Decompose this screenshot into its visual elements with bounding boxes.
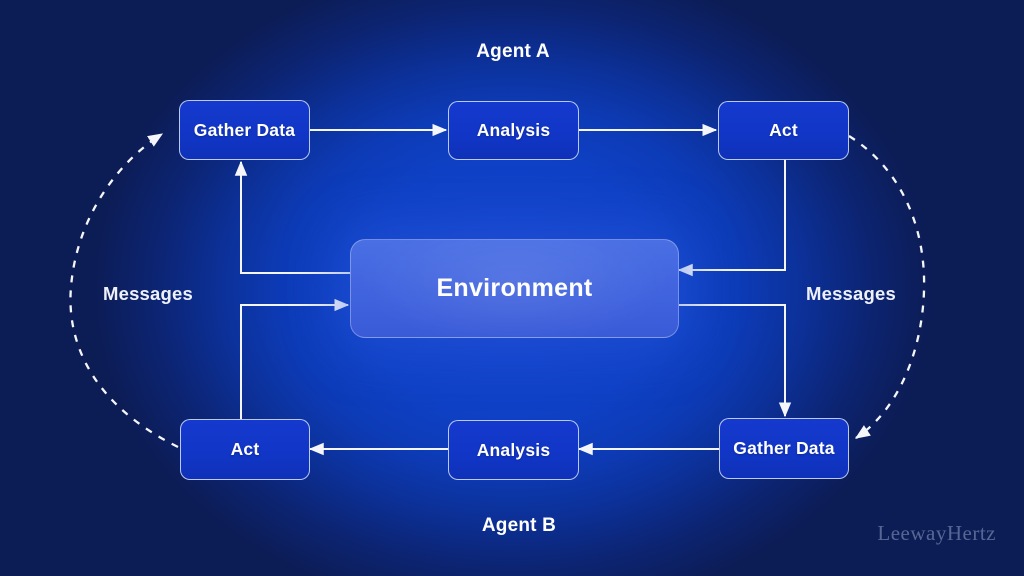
arrow-environment-to-gatherdata-b	[677, 304, 792, 418]
messages-arrow-act-b-to-gatherdata-a	[69, 133, 179, 449]
node-act-agent-b: Act	[180, 419, 310, 480]
agent-a-label: Agent A	[476, 41, 550, 62]
node-label: Gather Data	[193, 119, 296, 140]
node-analysis-agent-b: Analysis	[448, 420, 579, 480]
node-label: Gather Data	[733, 438, 835, 458]
messages-label-left: Messages	[102, 283, 194, 304]
environment-label: Environment	[436, 274, 593, 302]
agent-b-label: Agent B	[481, 515, 557, 536]
node-gather-data-agent-a: Gather Data	[179, 100, 310, 160]
messages-arrow-act-a-to-gatherdata-b	[848, 135, 926, 439]
node-label: Act	[769, 120, 798, 140]
node-environment: Environment	[350, 239, 679, 338]
node-label: Act	[230, 439, 260, 459]
node-gather-data-agent-b: Gather Data	[719, 418, 849, 479]
node-label: Analysis	[476, 439, 551, 460]
node-analysis-agent-a: Analysis	[448, 101, 579, 160]
node-label: Analysis	[476, 120, 551, 140]
arrow-act-a-to-environment	[677, 158, 786, 277]
messages-label-right: Messages	[805, 283, 897, 304]
arrow-act-b-to-environment	[240, 298, 350, 419]
arrow-environment-to-gatherdata-a	[234, 160, 350, 274]
leewayhertz-watermark: LeewayHertz	[877, 521, 996, 545]
node-act-agent-a: Act	[718, 101, 849, 160]
